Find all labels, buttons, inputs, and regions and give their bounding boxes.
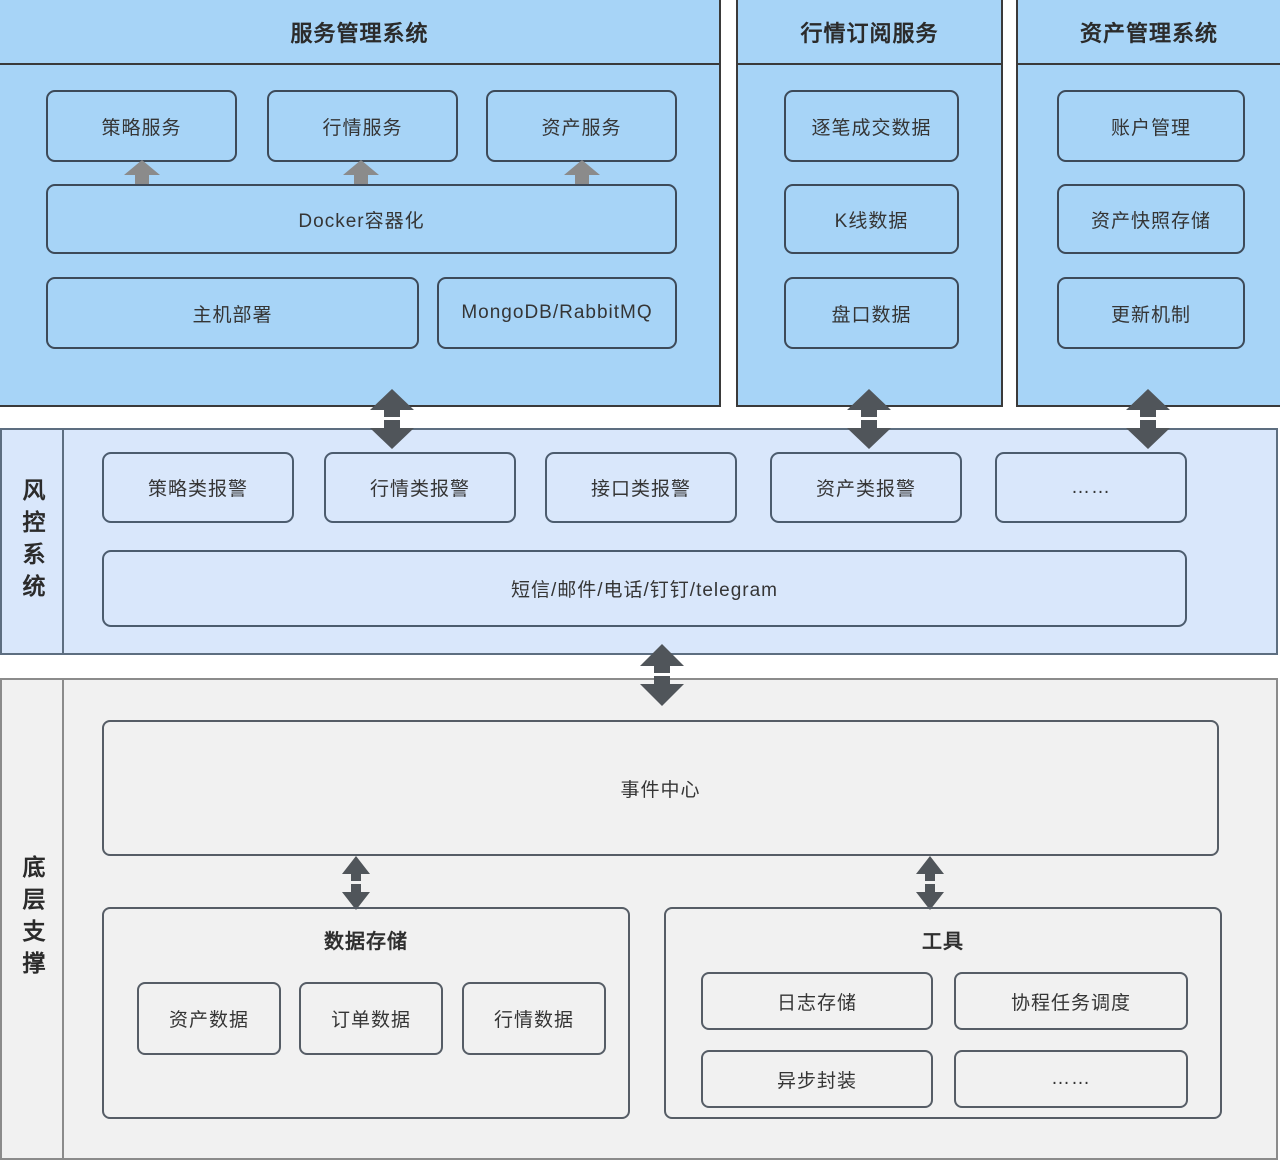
market-subscription-panel: 行情订阅服务 逐笔成交数据 K线数据 盘口数据: [736, 0, 1003, 407]
strategy-service-box: 策略服务: [46, 90, 237, 162]
strategy-alarm-box: 策略类报警: [102, 452, 294, 523]
risk-control-label: 风控系统: [19, 477, 45, 606]
market-alarm-box: 行情类报警: [324, 452, 516, 523]
market-data-box: 行情数据: [462, 982, 606, 1055]
middleware-box: MongoDB/RabbitMQ: [437, 277, 677, 349]
tools-title: 工具: [922, 931, 964, 953]
double-arrow-icon: [640, 644, 684, 706]
async-wrapper-box: 异步封装: [701, 1050, 933, 1108]
coroutine-scheduler-box: 协程任务调度: [954, 972, 1188, 1030]
event-center-box: 事件中心: [102, 720, 1219, 856]
section-divider: [62, 430, 64, 653]
asset-snapshot-box: 资产快照存储: [1057, 184, 1245, 254]
account-mgmt-box: 账户管理: [1057, 90, 1245, 162]
double-arrow-icon: [916, 856, 944, 910]
tools-group: 工具 日志存储 协程任务调度 异步封装 ……: [664, 907, 1222, 1119]
asset-management-title: 资产管理系统: [1018, 0, 1280, 65]
data-storage-title: 数据存储: [324, 931, 408, 953]
asset-management-panel: 资产管理系统 账户管理 资产快照存储 更新机制: [1016, 0, 1280, 407]
interface-alarm-box: 接口类报警: [545, 452, 737, 523]
log-storage-box: 日志存储: [701, 972, 933, 1030]
kline-data-box: K线数据: [784, 184, 959, 254]
service-management-title: 服务管理系统: [0, 0, 719, 65]
asset-alarm-box: 资产类报警: [770, 452, 962, 523]
double-arrow-icon: [1126, 389, 1170, 449]
ellipsis-alarm-box: ……: [995, 452, 1187, 523]
risk-control-section: 风控系统 策略类报警 行情类报警 接口类报警 资产类报警 …… 短信/邮件/电话…: [0, 428, 1278, 655]
base-support-section: 底层支撑 事件中心 数据存储 资产数据 订单数据 行情数据 工具 日志存储 协程…: [0, 678, 1278, 1160]
up-arrow-icon: [343, 160, 379, 185]
base-support-label: 底层支撑: [19, 855, 45, 983]
host-deploy-box: 主机部署: [46, 277, 419, 349]
service-management-panel: 服务管理系统 策略服务 行情服务 资产服务 Docker容器化 主机部署 Mon…: [0, 0, 721, 407]
notification-channels-box: 短信/邮件/电话/钉钉/telegram: [102, 550, 1187, 627]
asset-service-box: 资产服务: [486, 90, 677, 162]
order-data-box: 订单数据: [299, 982, 443, 1055]
market-service-box: 行情服务: [267, 90, 458, 162]
section-divider: [62, 680, 64, 1158]
orderbook-data-box: 盘口数据: [784, 277, 959, 349]
double-arrow-icon: [370, 389, 414, 449]
update-mechanism-box: 更新机制: [1057, 277, 1245, 349]
market-subscription-title: 行情订阅服务: [738, 0, 1001, 65]
data-storage-group: 数据存储 资产数据 订单数据 行情数据: [102, 907, 630, 1119]
double-arrow-icon: [847, 389, 891, 449]
up-arrow-icon: [124, 160, 160, 185]
asset-data-box: 资产数据: [137, 982, 281, 1055]
ellipsis-tool-box: ……: [954, 1050, 1188, 1108]
docker-box: Docker容器化: [46, 184, 677, 254]
tick-data-box: 逐笔成交数据: [784, 90, 959, 162]
double-arrow-icon: [342, 856, 370, 910]
up-arrow-icon: [564, 160, 600, 185]
